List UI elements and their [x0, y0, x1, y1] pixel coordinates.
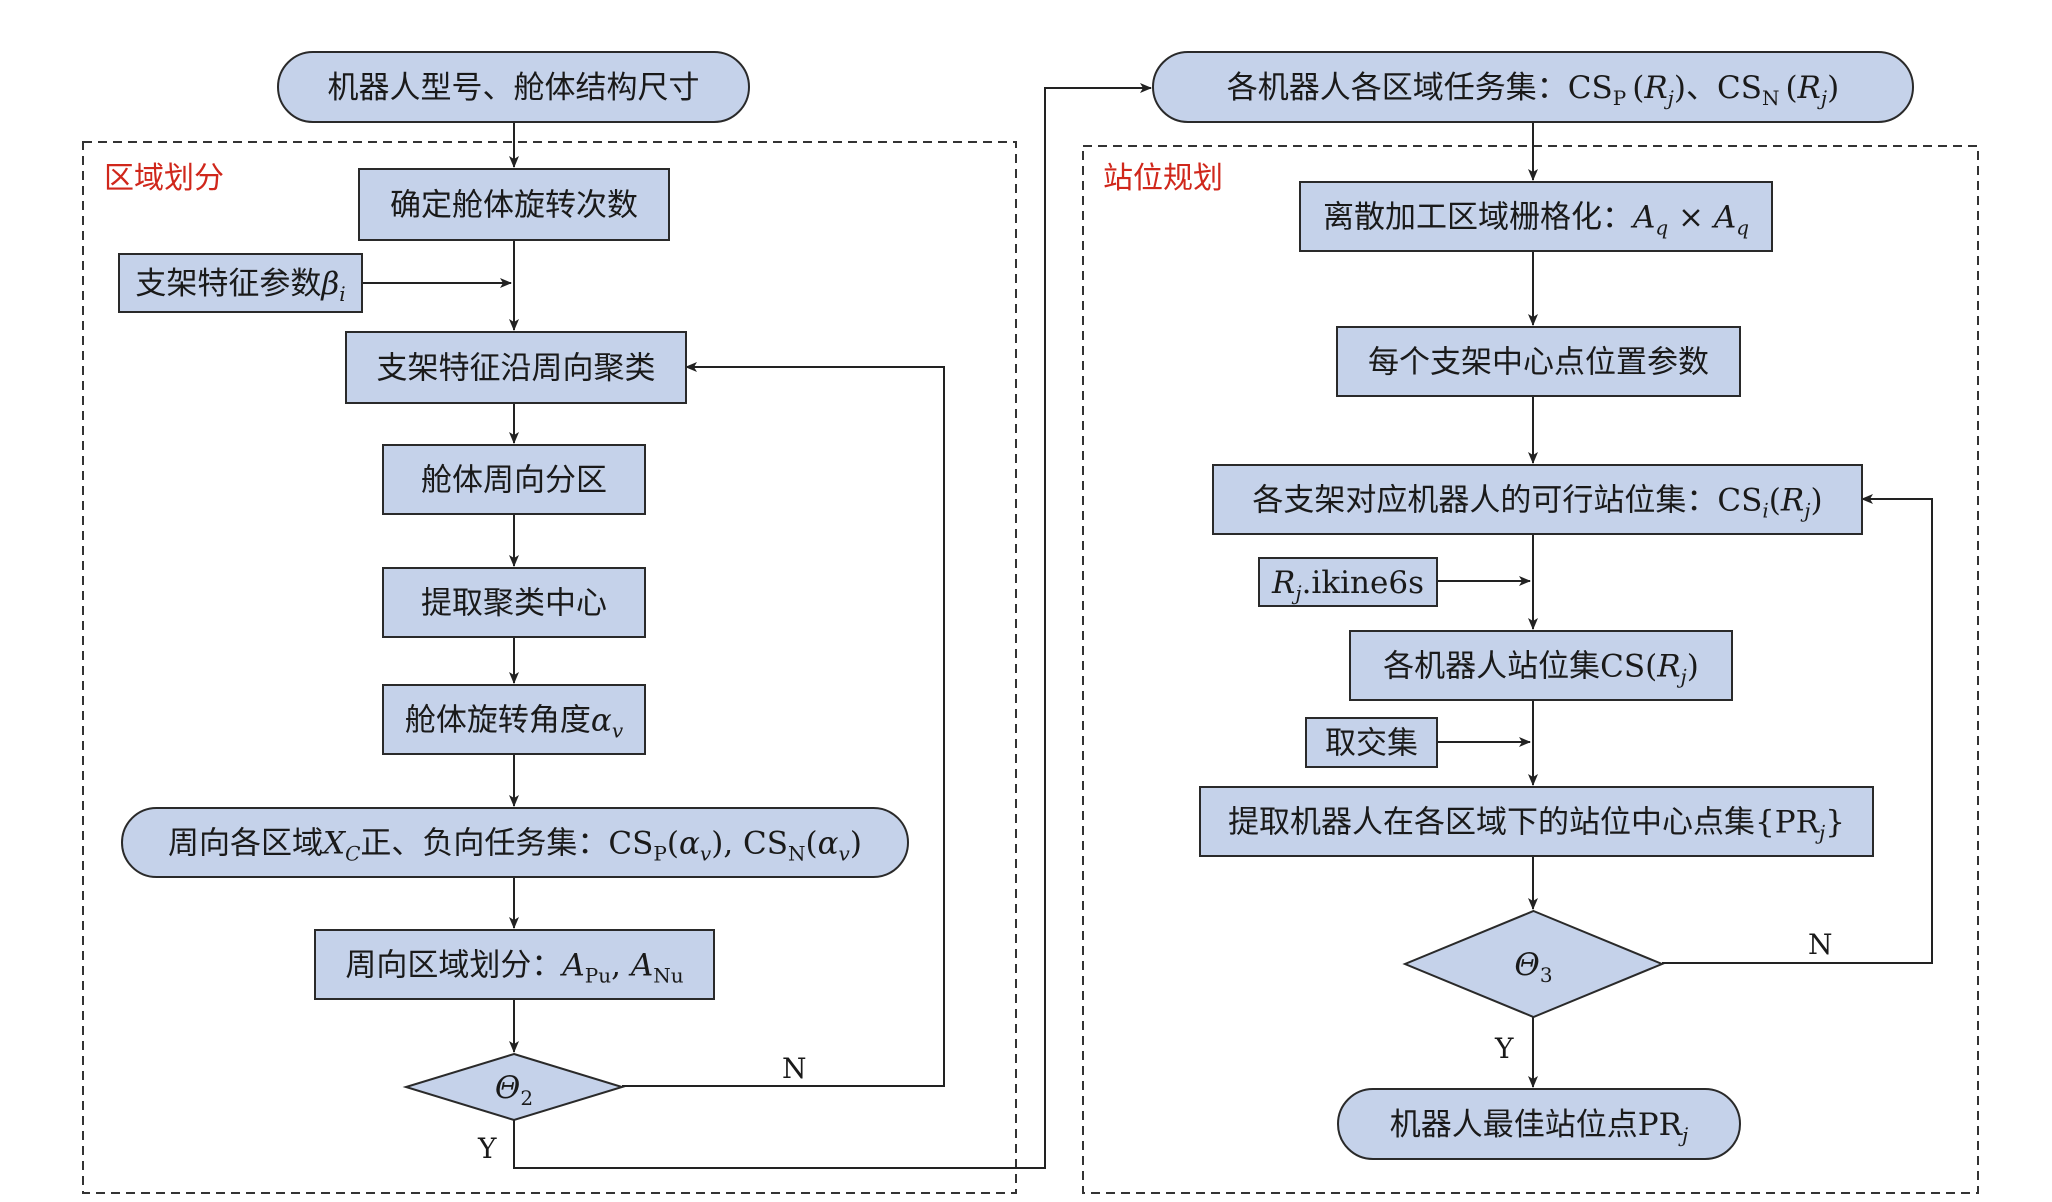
- node-shape: [1212, 464, 1863, 535]
- node-label: 提取聚类中心: [421, 586, 607, 622]
- node-label: 周向区域划分：APu, ANu: [345, 948, 683, 988]
- node-shape: [1336, 326, 1741, 397]
- node-shape: [314, 929, 715, 1000]
- node-shape: [1199, 786, 1874, 857]
- node-extract-center: 提取聚类中心: [382, 567, 646, 638]
- node-extract-pr: 提取机器人在各区域下的站位中心点集{PRj}: [1199, 786, 1874, 857]
- node-label: 各机器人站位集CS(Rj): [1383, 649, 1699, 689]
- node-theta2: Θ2: [402, 1052, 626, 1122]
- node-shape: [382, 684, 646, 755]
- node-best-station: 机器人最佳站位点PRj: [1337, 1088, 1741, 1160]
- region-box-right: [1082, 145, 1979, 1194]
- node-label: Rj.ikine6s: [1271, 565, 1424, 605]
- edge-theta2-yes-to-right: [513, 83, 1152, 1169]
- node-intersect: 取交集: [1305, 717, 1438, 768]
- node-label: 各支架对应机器人的可行站位集：CSi(Rj): [1252, 483, 1822, 523]
- node-label: 离散加工区域栅格化：Aq × Aq: [1323, 200, 1749, 240]
- node-label: 舱体周向分区: [421, 463, 607, 499]
- node-shape: [382, 444, 646, 515]
- region-label-left: 区域划分: [104, 161, 224, 196]
- node-shape: [1258, 557, 1438, 607]
- node-label: 机器人型号、舱体结构尺寸: [328, 70, 700, 106]
- node-label: Θ3: [1514, 947, 1552, 987]
- edge-theta3-no-loop: [1662, 494, 1933, 964]
- node-shape: [382, 567, 646, 638]
- node-shape: [402, 1052, 626, 1122]
- theta3-yes-label: Y: [1494, 1032, 1514, 1065]
- edges: [362, 83, 1933, 1169]
- nodes: 机器人型号、舱体结构尺寸 确定舱体旋转次数 支架特征参数βi 支架特征沿周向聚类…: [118, 51, 1914, 1160]
- node-ikine: Rj.ikine6s: [1258, 557, 1438, 607]
- node-bracket-cluster: 支架特征沿周向聚类: [345, 331, 687, 404]
- node-shape: [1402, 909, 1665, 1019]
- node-shape: [1152, 51, 1914, 123]
- node-zone-divide: 周向区域划分：APu, ANu: [314, 929, 715, 1000]
- node-shape: [1349, 630, 1733, 701]
- node-shape: [345, 331, 687, 404]
- node-label: Θ2: [495, 1070, 533, 1110]
- node-cabin-zone: 舱体周向分区: [382, 444, 646, 515]
- node-station-set: 各机器人站位集CS(Rj): [1349, 630, 1733, 701]
- theta3-no-label: N: [1808, 928, 1833, 961]
- node-label: 支架特征沿周向聚类: [377, 351, 656, 387]
- node-shape: [1305, 717, 1438, 768]
- node-label: 各机器人各区域任务集：CSP(Rj)、CSN(Rj): [1227, 70, 1839, 110]
- node-robot-task-sets: 各机器人各区域任务集：CSP(Rj)、CSN(Rj): [1152, 51, 1914, 123]
- node-label: 舱体旋转角度αv: [405, 703, 624, 743]
- node-center-params: 每个支架中心点位置参数: [1336, 326, 1741, 397]
- node-theta3: Θ3: [1402, 909, 1665, 1019]
- node-task-sets-cs: 周向各区域XC正、负向任务集：CSP(αv), CSN(αv): [121, 807, 909, 878]
- node-label: 取交集: [1325, 726, 1418, 762]
- node-shape: [358, 168, 670, 241]
- node-label: 机器人最佳站位点PRj: [1390, 1107, 1688, 1147]
- theta2-no-label: N: [782, 1052, 807, 1085]
- node-label: 支架特征参数βi: [135, 266, 345, 306]
- node-shape: [118, 253, 363, 313]
- node-grid: 离散加工区域栅格化：Aq × Aq: [1299, 181, 1773, 252]
- node-shape: [1299, 181, 1773, 252]
- node-shape: [1337, 1088, 1741, 1160]
- edge-theta2-no-loop: [622, 362, 945, 1087]
- node-label: 提取机器人在各区域下的站位中心点集{PRj}: [1228, 805, 1845, 845]
- node-bracket-params: 支架特征参数βi: [118, 253, 363, 313]
- theta2-yes-label: Y: [477, 1132, 497, 1165]
- node-robot-model: 机器人型号、舱体结构尺寸: [277, 51, 750, 123]
- node-label: 每个支架中心点位置参数: [1368, 345, 1709, 381]
- region-box-left: [82, 141, 1017, 1194]
- node-rotation-count: 确定舱体旋转次数: [358, 168, 670, 241]
- node-label: 周向各区域XC正、负向任务集：CSP(αv), CSN(αv): [168, 826, 862, 866]
- region-label-right: 站位规划: [1103, 161, 1223, 196]
- node-rotation-angle: 舱体旋转角度αv: [382, 684, 646, 755]
- node-shape: [121, 807, 909, 878]
- node-label: 确定舱体旋转次数: [390, 188, 638, 224]
- node-shape: [277, 51, 750, 123]
- node-feasible-set: 各支架对应机器人的可行站位集：CSi(Rj): [1212, 464, 1863, 535]
